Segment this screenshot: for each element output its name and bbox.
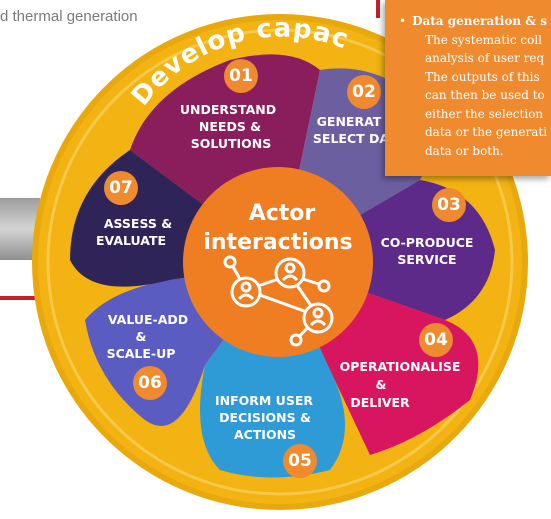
svg-text:&: & bbox=[376, 377, 387, 392]
step-02-label: GENERAT SELECT DA bbox=[313, 114, 389, 146]
svg-text:02: 02 bbox=[352, 82, 376, 102]
step-07-label: ASSESS & EVALUATE bbox=[96, 216, 172, 248]
svg-text:05: 05 bbox=[288, 451, 312, 471]
svg-text:ASSESS &: ASSESS & bbox=[104, 216, 172, 231]
center-title-line1: Actor bbox=[249, 201, 316, 226]
svg-text:INFORM USER: INFORM USER bbox=[215, 393, 313, 408]
svg-text:SERVICE: SERVICE bbox=[397, 252, 456, 267]
step-05-label: INFORM USER DECISIONS & ACTIONS bbox=[215, 393, 313, 442]
svg-text:SELECT DA: SELECT DA bbox=[313, 131, 389, 146]
step-01-label: UNDERSTAND NEEDS & SOLUTIONS bbox=[180, 102, 276, 151]
segment-05 bbox=[200, 262, 345, 478]
step-05-badge: 05 bbox=[283, 444, 317, 478]
svg-text:GENERAT: GENERAT bbox=[317, 114, 382, 129]
center-circle bbox=[183, 167, 373, 357]
svg-text:&: & bbox=[136, 329, 147, 344]
svg-text:03: 03 bbox=[437, 195, 461, 215]
bullet-icon: • bbox=[399, 14, 407, 28]
step-03-badge: 03 bbox=[432, 188, 466, 222]
svg-text:EVALUATE: EVALUATE bbox=[96, 233, 166, 248]
tooltip-line: data or both. bbox=[425, 143, 504, 158]
step-04-badge: 04 bbox=[419, 323, 453, 357]
svg-text:DECISIONS &: DECISIONS & bbox=[219, 410, 311, 425]
svg-text:OPERATIONALISE: OPERATIONALISE bbox=[340, 359, 461, 374]
svg-text:06: 06 bbox=[138, 373, 162, 393]
step-06-badge: 06 bbox=[133, 366, 167, 400]
outer-ring-highlight bbox=[46, 28, 514, 496]
step-04-label: OPERATIONALISE & DELIVER bbox=[340, 359, 461, 410]
svg-text:04: 04 bbox=[424, 330, 448, 350]
step-02-badge: 02 bbox=[347, 75, 381, 109]
svg-text:01: 01 bbox=[229, 66, 253, 86]
svg-text:UNDERSTAND: UNDERSTAND bbox=[180, 102, 276, 117]
svg-text:DELIVER: DELIVER bbox=[350, 395, 410, 410]
svg-text:ACTIONS: ACTIONS bbox=[234, 427, 296, 442]
background-page-text: d thermal generation bbox=[0, 8, 138, 25]
tooltip-line: either the selection bbox=[425, 106, 544, 121]
svg-text:VALUE-ADD: VALUE-ADD bbox=[108, 312, 188, 327]
tooltip-line: analysis of user req bbox=[425, 51, 545, 65]
step-06-label: VALUE-ADD & SCALE-UP bbox=[107, 312, 189, 361]
info-tooltip: • Data generation & s The systematic coll… bbox=[385, 0, 551, 176]
step-03-label: CO-PRODUCE SERVICE bbox=[381, 235, 474, 267]
step-07-badge: 07 bbox=[104, 171, 138, 205]
svg-text:SOLUTIONS: SOLUTIONS bbox=[191, 136, 272, 151]
tooltip-line: The systematic coll bbox=[425, 32, 543, 47]
svg-text:CO-PRODUCE: CO-PRODUCE bbox=[381, 235, 474, 250]
svg-text:SCALE-UP: SCALE-UP bbox=[107, 346, 176, 361]
center-title-line2: interactions bbox=[203, 230, 352, 255]
tooltip-line: can then be used to bbox=[425, 88, 545, 102]
svg-text:NEEDS &: NEEDS & bbox=[199, 119, 261, 134]
tooltip-line: data or the generati bbox=[425, 125, 548, 139]
tooltip-heading: Data generation & s bbox=[412, 14, 548, 28]
tooltip-line: The outputs of this bbox=[425, 69, 540, 84]
svg-text:07: 07 bbox=[109, 178, 133, 198]
network-people-icon bbox=[223, 255, 334, 347]
step-01-badge: 01 bbox=[224, 59, 258, 93]
red-border-left bbox=[376, 0, 380, 18]
